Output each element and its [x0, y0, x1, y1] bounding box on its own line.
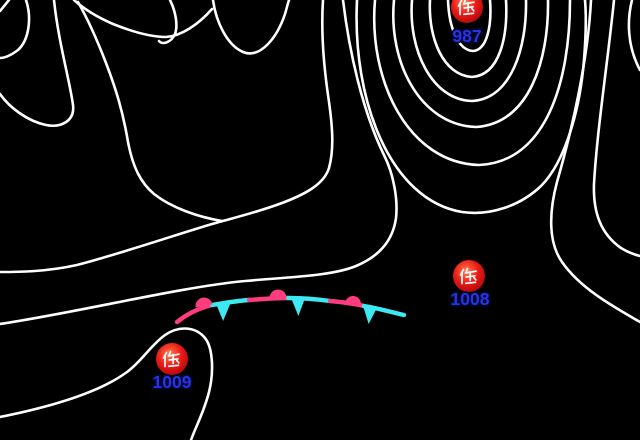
pressure-value: 1008	[451, 289, 490, 309]
low-pressure-marker-987[interactable]: 低 987	[451, 0, 483, 48]
isobar-line	[410, 0, 528, 103]
isobar-line	[446, 0, 492, 53]
low-pressure-marker-1008[interactable]: 低 1008	[449, 260, 491, 311]
isobar-line	[211, 0, 291, 55]
isobar-line	[0, 0, 31, 60]
isobar-line	[0, 327, 214, 440]
cold-front-symbol	[291, 297, 305, 317]
isobar-line	[0, 0, 334, 274]
low-glyph-icon	[162, 350, 180, 368]
low-glyph-icon	[457, 0, 475, 16]
front-warm-segment	[246, 295, 291, 303]
isobar-line	[627, 0, 640, 72]
warm-front-symbol	[269, 289, 287, 299]
warm-front-symbol	[195, 297, 213, 308]
isobar-line	[428, 0, 508, 79]
isobar-line	[72, 0, 214, 39]
pressure-value: 1009	[153, 372, 192, 392]
front-cold-segment	[209, 297, 252, 308]
isobar-line	[372, 0, 572, 167]
cold-front-symbol	[216, 303, 230, 322]
isobar-line	[0, 0, 75, 127]
front-cold-segment	[361, 303, 407, 318]
warm-front-symbol	[345, 296, 361, 305]
low-pressure-marker-1009[interactable]: 低 1009	[151, 343, 193, 394]
cold-front-symbol	[363, 306, 377, 324]
isobar-line	[76, 0, 224, 223]
low-glyph-icon	[459, 267, 477, 285]
isobar-line	[0, 0, 398, 326]
isobar-line	[592, 0, 640, 258]
pressure-value: 987	[452, 26, 481, 46]
isobar-line	[391, 0, 550, 129]
front-warm-segment	[174, 302, 215, 325]
isobar-line	[549, 0, 640, 324]
isobar-line	[0, 0, 11, 13]
stationary-front	[174, 289, 407, 325]
isobar-line	[157, 0, 178, 45]
